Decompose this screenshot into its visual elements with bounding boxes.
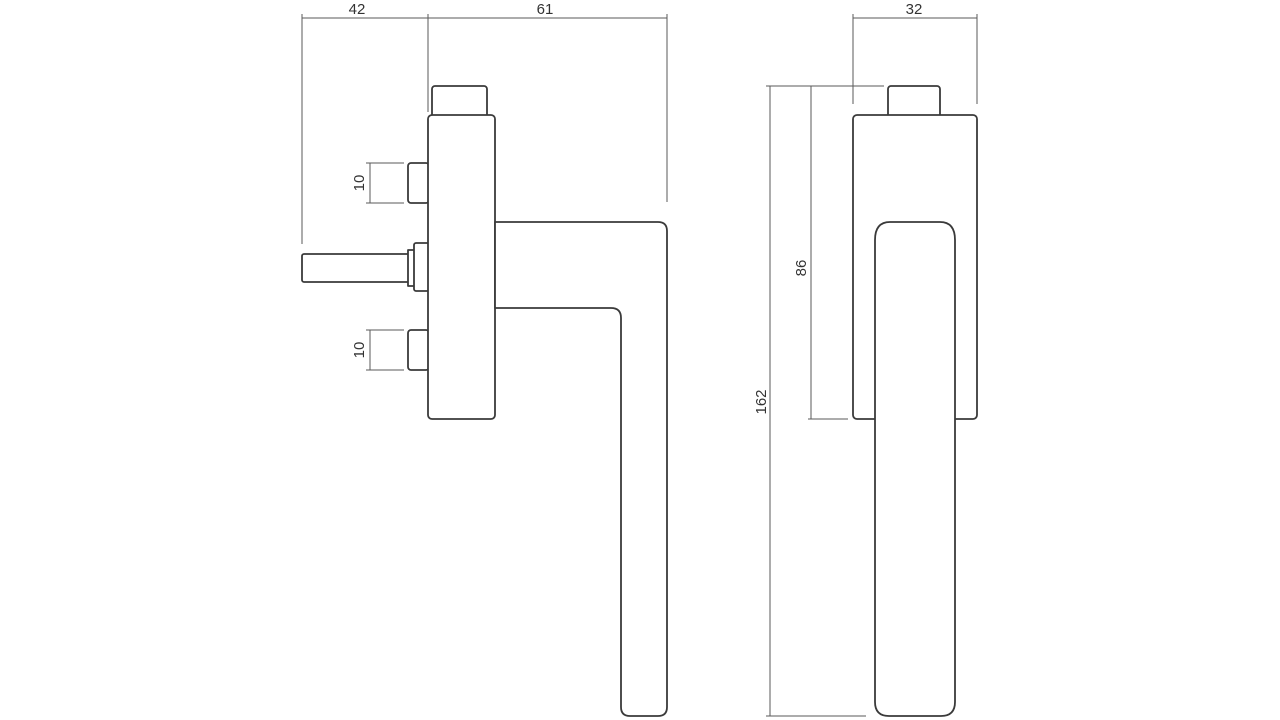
- side-spindle-base: [413, 242, 430, 292]
- dim-side-left-offset: 42: [349, 1, 366, 18]
- front-view: 32 86 162: [753, 1, 978, 717]
- dim-side-pin-top: 10: [351, 175, 368, 192]
- dim-side-handle-length: 61: [537, 1, 554, 18]
- side-view: 42 61 10 10: [301, 1, 668, 717]
- side-pin-top: [407, 162, 430, 204]
- side-handle-lever: [494, 221, 668, 717]
- dim-front-width: 32: [906, 1, 923, 18]
- side-pin-bottom: [407, 329, 430, 371]
- side-spindle: [301, 253, 411, 283]
- dim-side-pin-bottom: 10: [351, 342, 368, 359]
- dim-front-rose-height: 86: [793, 260, 810, 277]
- side-rose-plate: [427, 114, 496, 420]
- dim-front-total-height: 162: [753, 389, 770, 414]
- front-handle-grip: [874, 221, 956, 717]
